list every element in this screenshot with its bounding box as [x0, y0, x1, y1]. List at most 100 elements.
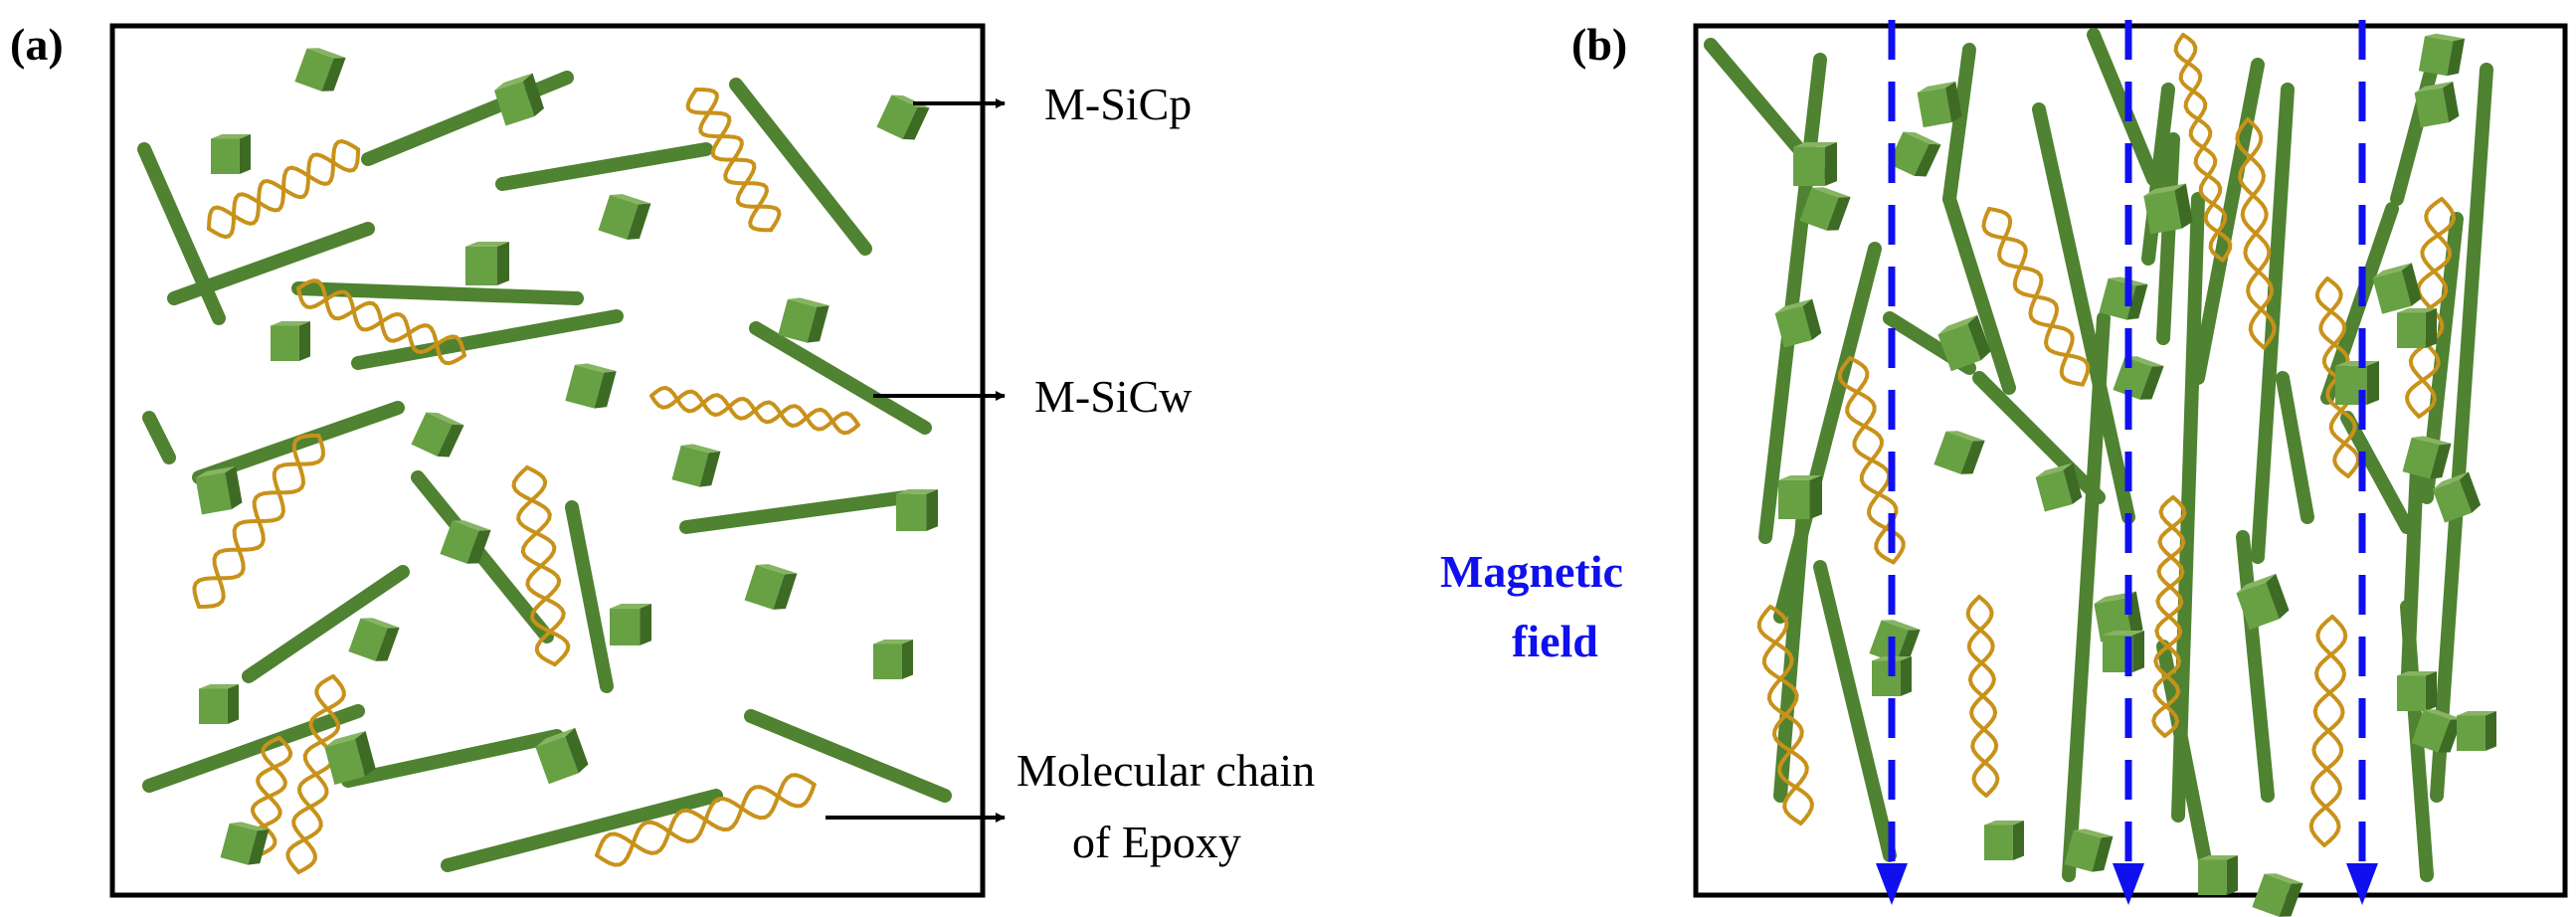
- epoxy-chain: [595, 773, 817, 867]
- panel-a: (a) M-SiCp M-SiCw Molecular chain of Epo…: [10, 19, 1315, 898]
- epoxy-chain: [1965, 595, 2000, 798]
- particle-cube: [1872, 656, 1912, 696]
- particle-cube: [493, 73, 545, 126]
- epoxy-chain: [296, 278, 466, 366]
- callout-chain-line1: Molecular chain: [1016, 745, 1315, 796]
- whisker: [729, 78, 872, 256]
- particle-cube: [1774, 298, 1822, 348]
- particle-cube: [2411, 709, 2463, 753]
- panel-a-particles: [195, 48, 938, 865]
- particle-cube: [1799, 187, 1851, 231]
- callout-chain-line2: of Epoxy: [1072, 817, 1241, 867]
- particle-cube: [2252, 873, 2303, 917]
- particle-cube: [873, 640, 913, 679]
- particle-cube: [2432, 471, 2482, 523]
- particle-cube: [440, 520, 491, 564]
- field-arrow-head: [2113, 863, 2144, 905]
- particle-cube: [2198, 855, 2238, 895]
- whisker: [2156, 640, 2215, 882]
- whisker: [2390, 43, 2444, 206]
- callout-particle-label: M-SiCp: [1044, 79, 1192, 129]
- panel-b-particles: [1774, 33, 2496, 917]
- particle-cube: [1984, 821, 2024, 860]
- particle-cube: [348, 618, 400, 661]
- particle-cube: [896, 489, 938, 531]
- epoxy-chain: [2235, 117, 2277, 350]
- particle-cube: [2035, 462, 2083, 512]
- particle-cube: [1793, 142, 1837, 186]
- whisker: [1758, 53, 1827, 544]
- epoxy-chain: [207, 139, 361, 240]
- epoxy-chain: [1756, 605, 1814, 825]
- panel-a-frame: [109, 23, 986, 898]
- particle-cube: [2402, 436, 2452, 479]
- particle-cube: [598, 194, 651, 240]
- epoxy-chain: [1981, 207, 2091, 387]
- particle-cube: [2335, 361, 2379, 405]
- particle-cube: [2397, 308, 2437, 348]
- whisker: [441, 789, 723, 872]
- whisker: [2032, 102, 2135, 524]
- particle-cube: [2103, 631, 2144, 672]
- epoxy-chain: [2404, 197, 2457, 419]
- whisker: [744, 709, 952, 803]
- particle-cube: [465, 242, 509, 285]
- epoxy-chain: [649, 385, 860, 436]
- whisker: [1942, 43, 1976, 206]
- epoxy-chain: [192, 434, 326, 609]
- panel-a-whiskers: [137, 71, 952, 872]
- whisker: [411, 470, 554, 643]
- particle-cube: [2064, 828, 2114, 872]
- epoxy-chain: [1837, 356, 1906, 565]
- whisker: [2430, 63, 2493, 803]
- particle-cube: [294, 48, 346, 92]
- whisker: [2156, 132, 2180, 345]
- particle-cube: [1778, 475, 1822, 519]
- whisker: [2340, 411, 2414, 534]
- whisker: [1972, 371, 2106, 504]
- particle-cube: [535, 727, 589, 785]
- particle-cube: [2143, 183, 2193, 235]
- magnetic-field-label-line2: field: [1512, 616, 1598, 666]
- particle-cube: [271, 321, 310, 361]
- particle-cube: [2113, 356, 2164, 400]
- particle-cube: [199, 684, 239, 724]
- panel-a-chains: [192, 88, 860, 874]
- field-arrow-head: [1876, 863, 1908, 905]
- whisker: [341, 729, 564, 788]
- particle-cube: [2236, 573, 2290, 631]
- whisker: [192, 401, 405, 484]
- particle-cube: [2397, 671, 2437, 711]
- whisker: [2062, 311, 2111, 882]
- callout-particle: M-SiCp: [913, 79, 1192, 129]
- panel-b-label: (b): [1571, 19, 1627, 70]
- particle-cube: [744, 564, 798, 610]
- magnetic-field-arrows: [1876, 20, 2378, 905]
- callout-chain: Molecular chain of Epoxy: [826, 745, 1315, 867]
- epoxy-chain: [685, 88, 782, 233]
- particle-cube: [1933, 431, 1985, 474]
- particle-cube: [565, 363, 617, 409]
- particle-cube: [778, 297, 829, 343]
- particle-cube: [610, 604, 651, 645]
- whisker: [1942, 192, 2016, 395]
- magnetic-field-label-line1: Magnetic: [1440, 546, 1623, 597]
- whisker: [242, 565, 410, 683]
- particle-cube: [220, 822, 270, 865]
- whisker: [2236, 530, 2275, 803]
- particle-cube: [2372, 263, 2422, 314]
- epoxy-chain: [511, 465, 571, 667]
- whisker: [1813, 560, 1897, 862]
- field-arrow-head: [2346, 863, 2378, 905]
- particle-cube: [671, 444, 721, 487]
- whisker: [351, 309, 624, 370]
- particle-cube: [1917, 81, 1962, 128]
- particle-cube: [2457, 711, 2496, 751]
- epoxy-chain: [2308, 615, 2348, 847]
- whisker: [2276, 371, 2314, 524]
- whisker: [142, 704, 365, 793]
- panel-a-label: (a): [10, 19, 64, 70]
- particle-cube: [211, 134, 251, 174]
- whisker: [167, 222, 375, 305]
